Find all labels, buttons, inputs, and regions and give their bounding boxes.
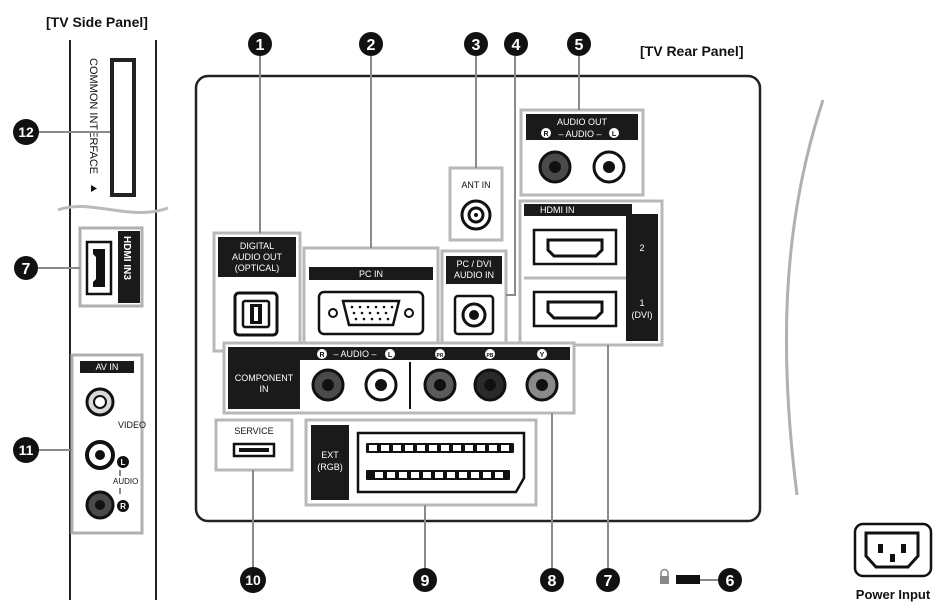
svg-text:R: R <box>543 131 548 138</box>
component-in-label-2: IN <box>260 384 269 394</box>
digital-audio-out-label-3: (OPTICAL) <box>235 263 280 273</box>
audio-label: AUDIO <box>113 477 138 486</box>
svg-text:6: 6 <box>726 573 735 590</box>
y-label: Y <box>540 352 545 359</box>
video-label: VIDEO <box>118 420 146 430</box>
rear-panel-outline <box>194 74 762 523</box>
callout-7-rear: 7 <box>596 568 620 592</box>
arrow-icon <box>91 185 97 192</box>
side-panel-header: [TV Side Panel] <box>46 14 148 30</box>
callout-6: 6 <box>718 568 742 592</box>
callout-markers: 1 2 3 4 5 12 7 11 10 9 8 7 6 <box>13 32 742 593</box>
callout-7-side: 7 <box>14 256 38 280</box>
hdmi-in-label: HDMI IN <box>540 205 575 215</box>
callout-8: 8 <box>540 568 564 592</box>
pc-dvi-audio-label-2: AUDIO IN <box>454 270 494 280</box>
callout-2: 2 <box>359 32 383 56</box>
ext-rgb-label-1: EXT <box>321 450 339 460</box>
kensington-lock-icon <box>660 568 700 584</box>
svg-text:L: L <box>612 131 617 138</box>
callout-9: 9 <box>413 568 437 592</box>
service-label: SERVICE <box>234 426 273 436</box>
svg-text:10: 10 <box>245 572 261 588</box>
svg-text:R: R <box>319 352 324 359</box>
common-interface-label: COMMON INTERFACE <box>87 58 99 174</box>
svg-text:4: 4 <box>512 37 521 54</box>
svg-text:3: 3 <box>472 37 481 54</box>
component-in-label-1: COMPONENT <box>235 373 294 383</box>
side-panel: COMMON INTERFACE HDMI IN3 AV IN VIDEO L … <box>38 40 169 600</box>
pb-label: PB <box>487 353 494 359</box>
component-audio-label: – AUDIO – <box>333 349 376 359</box>
ant-in-label: ANT IN <box>461 180 490 190</box>
svg-text:5: 5 <box>575 37 584 54</box>
svg-text:7: 7 <box>22 261 31 278</box>
hdmi3-label-bg <box>118 231 140 303</box>
callout-10: 10 <box>240 567 266 593</box>
tv-bezel-curve <box>784 99 825 496</box>
common-interface-slot <box>110 58 136 197</box>
r-badge-icon <box>117 500 129 512</box>
callout-5: 5 <box>567 32 591 56</box>
hdmi3-label: HDMI IN3 <box>121 236 132 280</box>
av-in-frame <box>70 353 144 535</box>
audio-out-sub-label: – AUDIO – <box>558 129 601 139</box>
callout-4: 4 <box>504 32 528 56</box>
hdmi-1-dvi-label: (DVI) <box>632 310 653 320</box>
digital-audio-out-label-2: AUDIO OUT <box>232 252 283 262</box>
av-in-label: AV IN <box>96 362 119 372</box>
svg-text:12: 12 <box>18 124 34 140</box>
svg-text:11: 11 <box>19 442 34 458</box>
l-badge-icon <box>117 456 129 468</box>
callout-12: 12 <box>13 119 39 145</box>
rear-panel: DIGITAL AUDIO OUT (OPTICAL) PC IN ANT IN… <box>194 56 762 584</box>
power-input-label: Power Input <box>856 587 931 602</box>
svg-text:L: L <box>388 352 393 359</box>
svg-text:7: 7 <box>604 573 613 590</box>
svg-text:1: 1 <box>256 37 265 54</box>
scart-port-icon <box>356 431 526 494</box>
pr-label: PR <box>437 353 444 359</box>
ext-rgb-label-2: (RGB) <box>317 462 343 472</box>
svg-text:9: 9 <box>421 573 430 590</box>
hdmi-1-label: 1 <box>639 298 644 308</box>
pc-in-label: PC IN <box>359 269 383 279</box>
hdmi-2-label: 2 <box>639 243 644 253</box>
pc-dvi-audio-label-1: PC / DVI <box>456 259 491 269</box>
svg-text:R: R <box>120 502 126 511</box>
svg-text:8: 8 <box>548 573 557 590</box>
audio-out-label: AUDIO OUT <box>557 117 608 127</box>
callout-11: 11 <box>13 437 39 463</box>
callout-1: 1 <box>248 32 272 56</box>
svg-text:L: L <box>121 458 126 467</box>
callout-3: 3 <box>464 32 488 56</box>
side-break <box>57 205 169 215</box>
rear-panel-header: [TV Rear Panel] <box>640 43 743 59</box>
power-socket-icon <box>864 531 920 569</box>
digital-audio-out-label-1: DIGITAL <box>240 241 274 251</box>
svg-text:2: 2 <box>367 37 376 54</box>
power-input: Power Input <box>853 522 933 602</box>
